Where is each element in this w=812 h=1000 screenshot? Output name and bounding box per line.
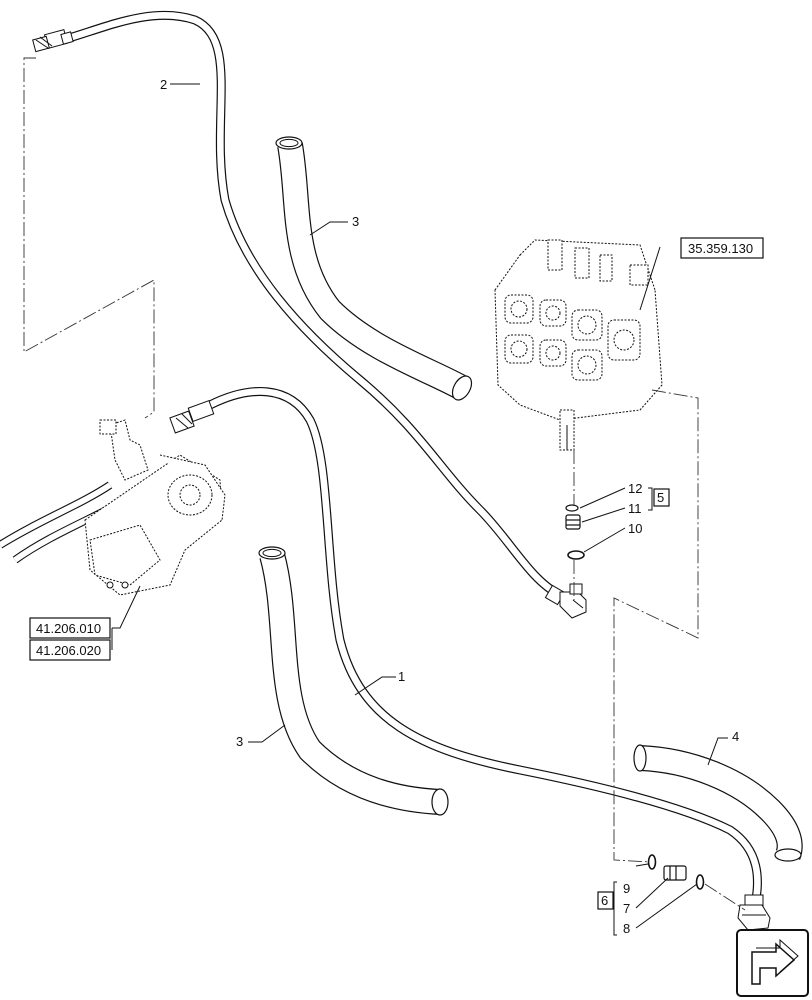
group-callout-5: 5 <box>653 488 670 507</box>
hose-2-end-fitting <box>32 29 74 53</box>
group-callout-6: 6 <box>597 891 614 910</box>
callout-8: 8 <box>623 921 630 936</box>
reference-motor-a-label: 41.206.010 <box>36 621 101 636</box>
hose-1-motor-fitting <box>169 400 215 434</box>
steering-motor[interactable] <box>0 419 226 596</box>
hose-1[interactable] <box>205 387 762 910</box>
callout-12: 12 <box>628 481 642 496</box>
alignment-lines <box>23 57 746 911</box>
hose-1-elbow-fitting <box>737 894 771 931</box>
reference-valve-label: 35.359.130 <box>688 241 753 256</box>
control-valve[interactable] <box>494 239 663 451</box>
leader-lines <box>112 83 728 936</box>
callout-1: 1 <box>398 669 405 684</box>
callout-4: 4 <box>732 729 739 744</box>
callout-7: 7 <box>623 901 630 916</box>
hose-2-elbow-fitting <box>544 583 587 619</box>
hose-3-lower[interactable] <box>258 546 449 816</box>
callout-9: 9 <box>623 881 630 896</box>
hose-3-upper[interactable] <box>275 136 475 403</box>
hose-4[interactable] <box>633 744 803 862</box>
callout-11: 11 <box>628 501 642 516</box>
return-arrow-icon[interactable] <box>736 929 809 997</box>
callout-5: 5 <box>657 490 664 505</box>
callout-3-lower: 3 <box>236 734 243 749</box>
hose-2[interactable] <box>57 10 565 600</box>
reference-motor-b-label: 41.206.020 <box>36 643 101 658</box>
reference-motor-b[interactable]: 41.206.020 <box>29 639 111 661</box>
callout-6: 6 <box>601 893 608 908</box>
callout-10: 10 <box>628 521 642 536</box>
callout-3-upper: 3 <box>352 214 359 229</box>
reference-motor-a[interactable]: 41.206.010 <box>29 617 111 639</box>
callouts: 2 3 1 3 4 12 11 10 9 7 8 <box>160 77 739 936</box>
reference-valve[interactable]: 35.359.130 <box>680 237 764 259</box>
callout-2: 2 <box>160 77 167 92</box>
adapter-upper-assembly <box>565 504 585 560</box>
adapter-lower-assembly <box>647 854 705 890</box>
